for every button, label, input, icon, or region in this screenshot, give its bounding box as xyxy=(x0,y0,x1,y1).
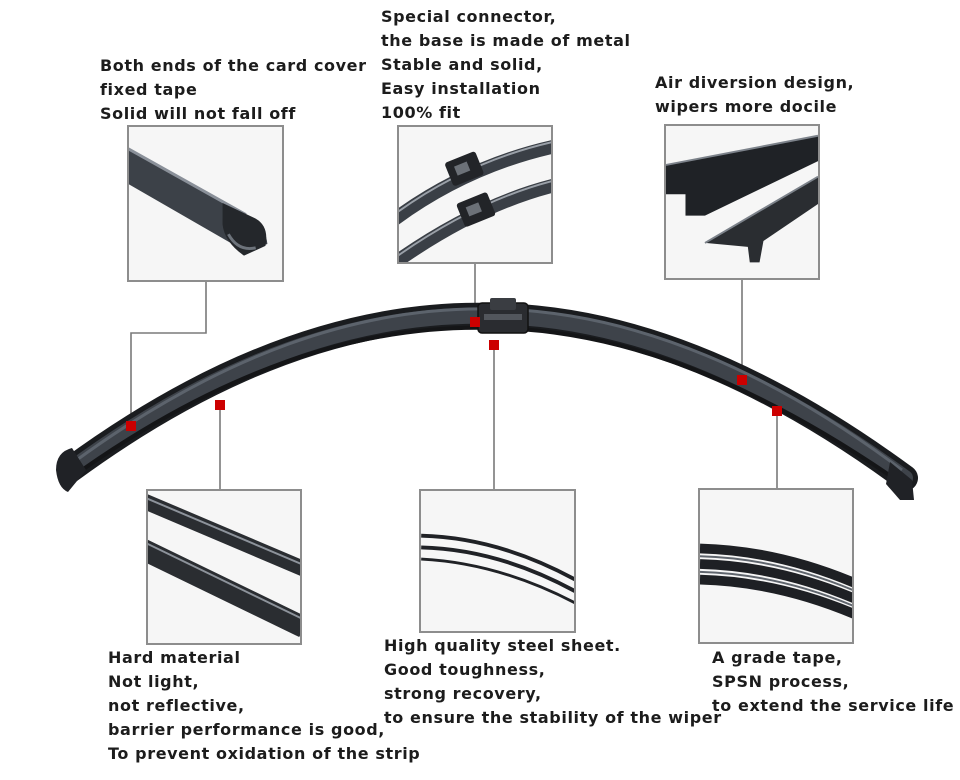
caption-line: SPSN process, xyxy=(712,672,850,691)
marker-end-cap xyxy=(126,421,136,431)
caption-line: To prevent oxidation of the strip xyxy=(108,744,421,763)
caption-line: strong recovery, xyxy=(384,684,542,703)
marker-rubber-tape xyxy=(772,406,782,416)
steel-sheet-photo xyxy=(419,489,576,633)
metal-connector-closeup-icon xyxy=(399,127,551,262)
caption-line: 100% fit xyxy=(381,103,461,122)
marker-connector xyxy=(470,317,480,327)
caption-line: Easy installation xyxy=(381,79,541,98)
caption-line: not reflective, xyxy=(108,696,245,715)
caption-line: A grade tape, xyxy=(712,648,843,667)
rubber-tape-photo xyxy=(698,488,854,644)
caption-line: the base is made of metal xyxy=(381,31,631,50)
steel-strip-closeup-icon xyxy=(421,491,574,631)
caption-line: wipers more docile xyxy=(655,97,838,116)
caption-line: Both ends of the card cover xyxy=(100,56,367,75)
caption-line: Stable and solid, xyxy=(381,55,543,74)
marker-steel-sheet xyxy=(489,340,499,350)
blade-edge-closeup-icon xyxy=(148,491,300,643)
caption-line: Hard material xyxy=(108,648,241,667)
caption-line: barrier performance is good, xyxy=(108,720,385,739)
caption-steel-sheet: High quality steel sheet. Good toughness… xyxy=(384,634,722,730)
caption-connector: Special connector, the base is made of m… xyxy=(381,5,631,125)
caption-line: Air diversion design, xyxy=(655,73,855,92)
caption-air-diversion: Air diversion design, wipers more docile xyxy=(655,71,854,119)
wiper-blade xyxy=(56,298,918,500)
caption-line: Not light, xyxy=(108,672,200,691)
caption-line: Solid will not fall off xyxy=(100,104,296,123)
blade-end-cap-closeup-icon xyxy=(129,127,282,280)
caption-line: fixed tape xyxy=(100,80,198,99)
leader-line-end-cap xyxy=(130,281,207,426)
caption-end-cap: Both ends of the card cover fixed tape S… xyxy=(100,54,367,126)
caption-line: to ensure the stability of the wiper xyxy=(384,708,722,727)
marker-hard-material xyxy=(215,400,225,410)
marker-air-diversion xyxy=(737,375,747,385)
rubber-profile-closeup-icon xyxy=(666,126,818,278)
end-cap-photo xyxy=(127,125,284,282)
air-diversion-photo xyxy=(664,124,820,280)
caption-rubber-tape: A grade tape, SPSN process, to extend th… xyxy=(712,646,954,718)
caption-line: Good toughness, xyxy=(384,660,546,679)
hard-material-photo xyxy=(146,489,302,645)
caption-line: Special connector, xyxy=(381,7,557,26)
caption-line: High quality steel sheet. xyxy=(384,636,621,655)
caption-hard-material: Hard material Not light, not reflective,… xyxy=(108,646,420,766)
caption-line: to extend the service life xyxy=(712,696,955,715)
rubber-layers-closeup-icon xyxy=(700,490,852,642)
connector-photo xyxy=(397,125,553,264)
